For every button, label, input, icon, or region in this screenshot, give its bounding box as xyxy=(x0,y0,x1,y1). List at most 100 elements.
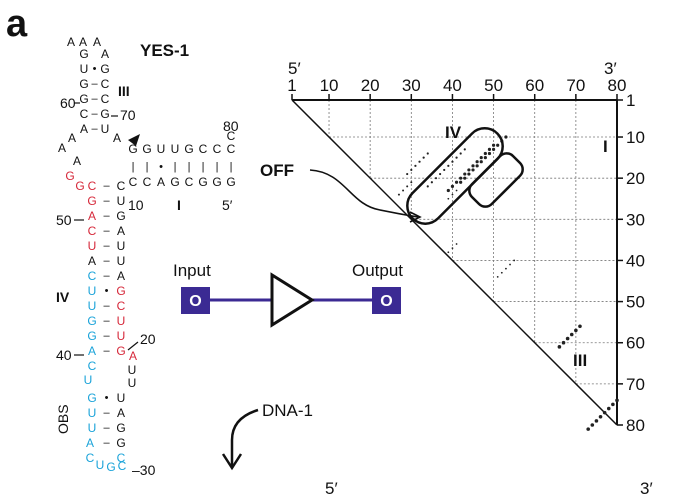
rna-base: G xyxy=(116,284,125,298)
rna-base: U xyxy=(171,142,180,156)
base-pair-dots xyxy=(397,135,619,431)
y-tick-label: 80 xyxy=(626,416,645,435)
rna-base: G xyxy=(79,92,88,106)
highlight-box-iv xyxy=(406,127,504,225)
rna-base: G xyxy=(142,142,151,156)
dot-helix-iii xyxy=(578,324,582,329)
input-terminal-symbol: O xyxy=(189,293,201,310)
dot-off-state xyxy=(451,160,454,163)
rna-helix-label-iii: III xyxy=(118,83,130,99)
rna-base: G xyxy=(116,436,125,450)
rna-pair-symbol: • xyxy=(105,285,109,297)
rna-helix-label-i: I xyxy=(177,197,181,213)
helix-label-i: I xyxy=(603,137,608,156)
dot-helix-iv xyxy=(475,164,479,168)
rna-base: G xyxy=(116,344,125,358)
y-tick-label: 40 xyxy=(626,251,645,270)
rna-pair-symbol: – xyxy=(103,345,110,357)
rna-base: A xyxy=(88,344,96,358)
dot-off-state xyxy=(410,168,413,172)
rna-pair-symbol: – xyxy=(91,123,98,135)
dot-plot: 5′ 3′ 5′ 3′ 1110102020303040405050606070… xyxy=(260,59,653,498)
rna-base: G xyxy=(100,107,109,121)
rna-pair-symbol: • xyxy=(105,392,109,404)
rna-pair-symbol: • xyxy=(159,161,163,173)
rna-base: U xyxy=(128,363,137,377)
dot-helix-iv xyxy=(450,184,455,188)
dot-faint xyxy=(500,271,503,274)
dna-arrow-label: DNA-1 xyxy=(262,401,313,420)
off-arrow-head xyxy=(409,211,422,223)
rna-base: G xyxy=(212,175,221,189)
rna-base: C xyxy=(143,175,152,189)
output-terminal-symbol: O xyxy=(380,293,392,310)
rna-base: U xyxy=(88,406,97,420)
dot-helix-i xyxy=(594,419,599,423)
rna-base: C xyxy=(213,142,222,156)
dot-helix-i xyxy=(590,423,595,427)
dot-off-state xyxy=(455,156,458,159)
x-tick-label: 70 xyxy=(566,76,585,95)
dot-off-state xyxy=(463,148,466,151)
rna-base: G xyxy=(79,77,88,91)
dot-faint xyxy=(451,193,454,196)
plot-top-3prime: 3′ xyxy=(604,59,617,78)
rna-base: U xyxy=(117,314,126,328)
rna-base: A xyxy=(117,406,125,420)
rna-pair-symbol: • xyxy=(93,63,97,75)
rna-pair-symbol: – xyxy=(103,210,110,222)
rna-tick-20 xyxy=(127,341,139,351)
rna-base: A xyxy=(58,141,66,155)
rna-pair-symbol: – xyxy=(103,180,110,192)
rna-base: C xyxy=(88,269,97,283)
rna-base: G xyxy=(87,194,96,208)
rna-base: C xyxy=(117,299,126,313)
rna-base: U xyxy=(117,254,126,268)
rna-base: U xyxy=(96,458,105,472)
rna-pair-symbol: – xyxy=(103,240,110,252)
y-tick-label: 1 xyxy=(626,91,635,110)
rna-base: C xyxy=(185,175,194,189)
rna-base: C xyxy=(88,224,97,238)
buffer-gate-symbol xyxy=(270,272,315,328)
rna-five-prime: 5′ xyxy=(222,197,233,213)
rna-base: C xyxy=(101,77,110,91)
rna-base: U xyxy=(80,62,89,76)
rna-pair-symbol: | xyxy=(230,161,233,173)
rna-pair-symbol: – xyxy=(91,78,98,90)
dot-helix-iii xyxy=(565,336,570,341)
rna-pair-symbol: – xyxy=(91,108,98,120)
rna-base: U xyxy=(117,329,126,343)
rna-pair-symbol: – xyxy=(103,225,110,237)
rna-base: A xyxy=(79,35,87,49)
dna-arrow: DNA-1 xyxy=(221,401,313,471)
rna-base: U xyxy=(117,391,126,405)
rna-base: A xyxy=(101,47,109,61)
rna-base: C xyxy=(80,107,89,121)
rna-base: G xyxy=(128,142,137,156)
rna-number-10: 10 xyxy=(128,197,144,213)
rna-base: G xyxy=(79,47,88,61)
dot-helix-iv xyxy=(504,135,508,139)
cleavage-site-marker xyxy=(128,134,140,146)
rna-base: U xyxy=(117,239,126,253)
dot-helix-i xyxy=(598,414,603,419)
dot-helix-i xyxy=(606,406,611,411)
dot-off-state xyxy=(406,185,409,188)
rna-base: A xyxy=(68,131,76,145)
rna-base: G xyxy=(116,209,125,223)
dot-helix-iv xyxy=(467,168,471,172)
dot-faint xyxy=(455,243,458,245)
rna-base: U xyxy=(88,239,97,253)
rna-pair-symbol: – xyxy=(103,195,110,207)
dot-off-state xyxy=(430,181,433,184)
dot-helix-iv xyxy=(446,188,450,193)
dot-helix-iv xyxy=(467,172,471,176)
rna-base: A xyxy=(86,436,94,450)
rna-pair-symbol: – xyxy=(103,270,110,282)
dot-helix-iii xyxy=(569,332,574,337)
rna-number-40: 40 xyxy=(56,347,72,363)
rna-base: G xyxy=(87,314,96,328)
